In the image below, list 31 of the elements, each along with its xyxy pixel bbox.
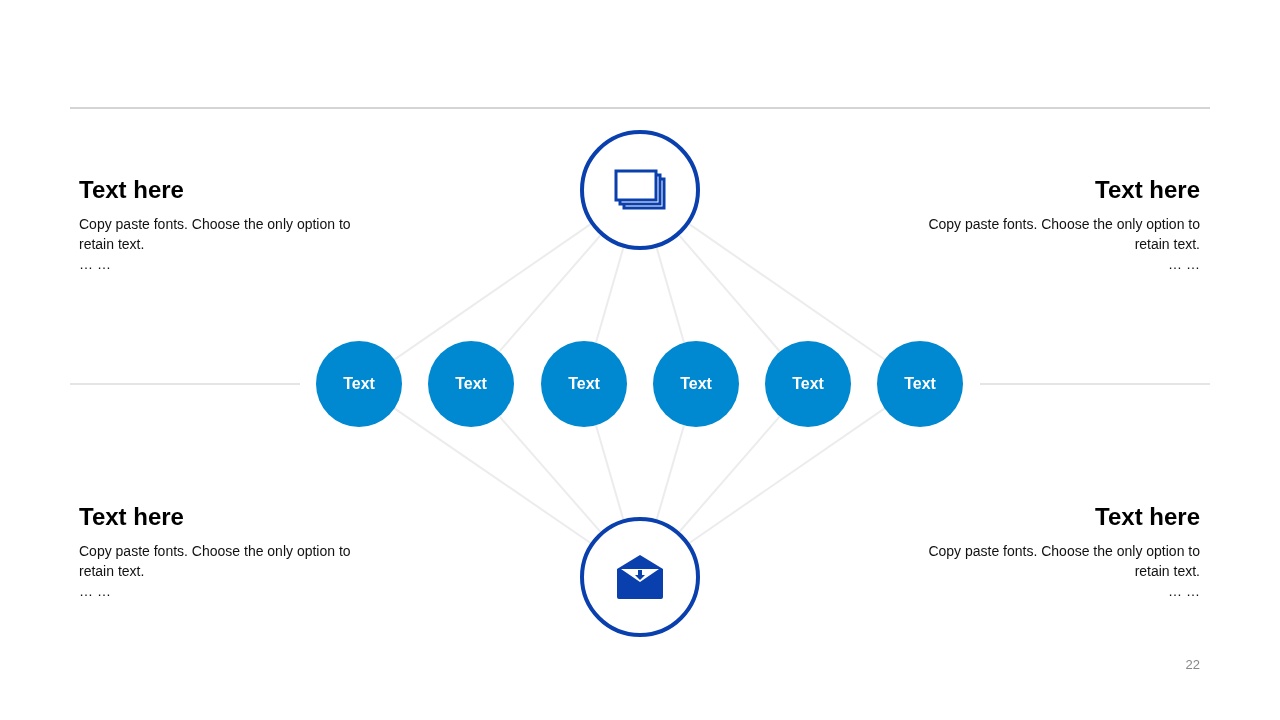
connector-line <box>688 223 886 361</box>
page-number: 22 <box>1184 657 1200 672</box>
ellipsis-text: … … <box>1167 255 1200 274</box>
connector-line <box>688 407 886 544</box>
body-text: Copy paste fonts. Choose the only option to retain text. <box>79 215 352 254</box>
connector-line <box>498 415 602 533</box>
heading: Text here <box>1095 176 1200 204</box>
connector-line <box>498 234 602 353</box>
connector-line <box>678 415 781 533</box>
heading: Text here <box>1095 503 1200 531</box>
body-text: Copy paste fonts. Choose the only option to retain text. <box>79 542 352 581</box>
node-label: Text <box>792 375 824 393</box>
ellipsis-text: … … <box>1167 582 1200 601</box>
ellipsis-text: … … <box>79 255 112 274</box>
body-text: Copy paste fonts. Choose the only option to retain text. <box>927 542 1200 581</box>
node-label: Text <box>568 375 600 393</box>
body-text: Copy paste fonts. Choose the only option to retain text. <box>927 215 1200 254</box>
connector-line <box>393 407 592 545</box>
connector-line <box>594 246 625 344</box>
connector-line <box>595 424 625 521</box>
node-label: Text <box>455 375 487 393</box>
heading: Text here <box>79 503 184 531</box>
heading: Text here <box>79 176 184 204</box>
node-label: Text <box>343 375 375 393</box>
node-label: Text <box>904 375 936 393</box>
connector-line <box>393 223 592 361</box>
ellipsis-text: … … <box>79 582 112 601</box>
node-label: Text <box>680 375 712 393</box>
connector-line <box>655 246 686 344</box>
connector-line <box>678 234 781 353</box>
connector-line <box>655 424 685 521</box>
